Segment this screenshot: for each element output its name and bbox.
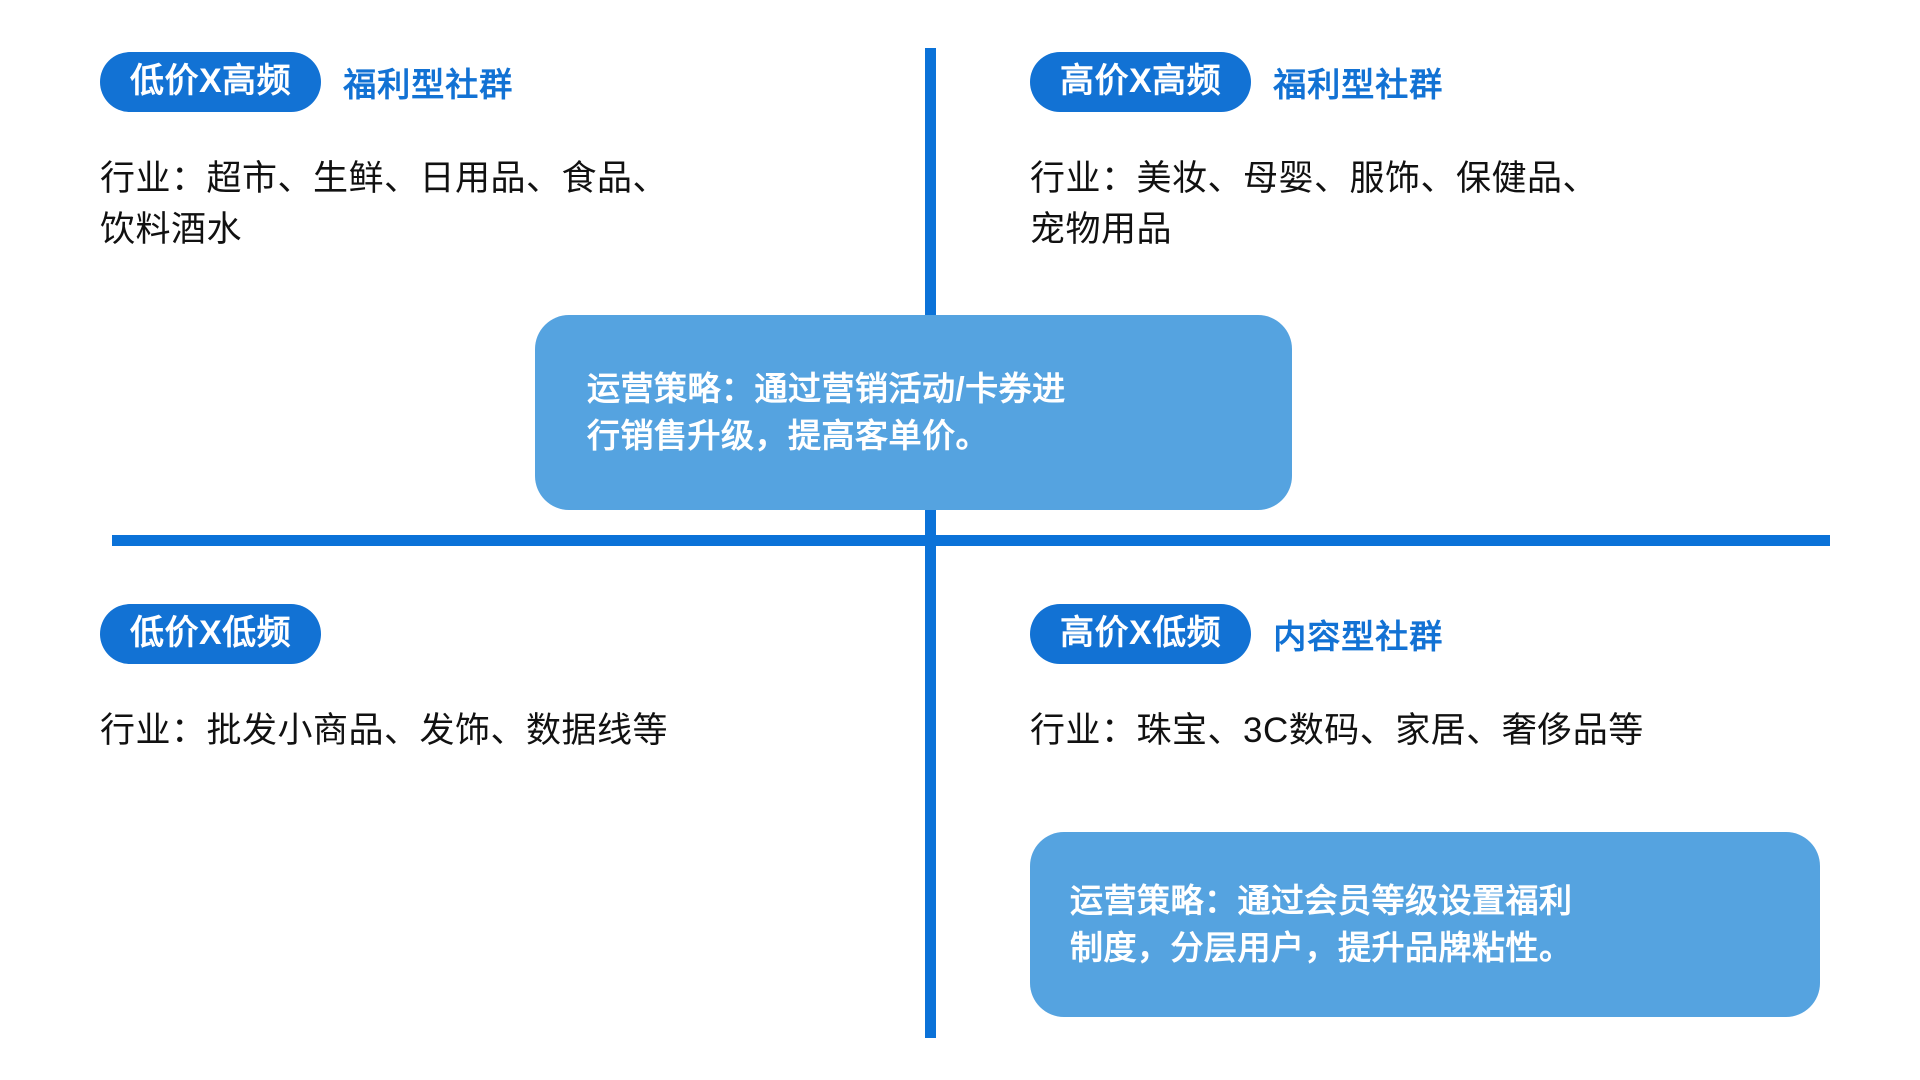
industry-list-bottom-right: 行业：珠宝、3C数码、家居、奢侈品等	[1030, 706, 1860, 757]
quadrant-top-right: 高价X高频 福利型社群 行业：美妆、母婴、服饰、保健品、 宠物用品	[1030, 48, 1860, 256]
strategy-line: 制度，分层用户，提升品牌粘性。	[1070, 928, 1573, 966]
industry-line: 行业：批发小商品、发饰、数据线等	[100, 711, 669, 750]
quadrant-bottom-left: 低价X低频 行业：批发小商品、发饰、数据线等	[100, 600, 900, 757]
quadrant-top-left-header: 低价X高频 福利型社群	[100, 48, 900, 116]
industry-line: 饮料酒水	[100, 209, 243, 249]
quadrant-bottom-right-header: 高价X低频 内容型社群	[1030, 600, 1860, 668]
industry-list-bottom-left: 行业：批发小商品、发饰、数据线等	[100, 706, 900, 757]
industry-line: 行业：超市、生鲜、日用品、食品、	[100, 159, 669, 198]
pill-high-price-high-frequency[interactable]: 高价X高频	[1030, 52, 1252, 112]
horizontal-divider	[112, 535, 1830, 546]
industry-list-top-right: 行业：美妆、母婴、服饰、保健品、 宠物用品	[1030, 154, 1860, 256]
strategy-callout-lower: 运营策略：通过会员等级设置福利 制度，分层用户，提升品牌粘性。	[1030, 832, 1820, 1017]
industry-list-top-left: 行业：超市、生鲜、日用品、食品、 饮料酒水	[100, 154, 900, 256]
pill-low-price-high-frequency[interactable]: 低价X高频	[100, 52, 322, 112]
quadrant-bottom-right: 高价X低频 内容型社群 行业：珠宝、3C数码、家居、奢侈品等	[1030, 600, 1860, 757]
strategy-line: 运营策略：通过营销活动/卡券进	[587, 369, 1066, 407]
quadrant-bottom-left-header: 低价X低频	[100, 600, 900, 668]
subtitle-top-left: 福利型社群	[343, 66, 514, 103]
pill-high-price-low-frequency[interactable]: 高价X低频	[1030, 604, 1252, 664]
strategy-line: 运营策略：通过会员等级设置福利	[1070, 881, 1573, 919]
industry-line: 行业：美妆、母婴、服饰、保健品、	[1030, 159, 1599, 198]
industry-line: 宠物用品	[1030, 209, 1173, 249]
industry-line: 行业：珠宝、3C数码、家居、奢侈品等	[1030, 711, 1644, 750]
pill-low-price-low-frequency[interactable]: 低价X低频	[100, 604, 322, 664]
subtitle-top-right: 福利型社群	[1273, 66, 1444, 103]
strategy-line: 行销售升级，提高客单价。	[587, 416, 989, 454]
subtitle-bottom-right: 内容型社群	[1273, 618, 1444, 655]
quadrant-top-right-header: 高价X高频 福利型社群	[1030, 48, 1860, 116]
strategy-callout-upper: 运营策略：通过营销活动/卡券进 行销售升级，提高客单价。	[535, 315, 1292, 510]
quadrant-top-left: 低价X高频 福利型社群 行业：超市、生鲜、日用品、食品、 饮料酒水	[100, 48, 900, 256]
